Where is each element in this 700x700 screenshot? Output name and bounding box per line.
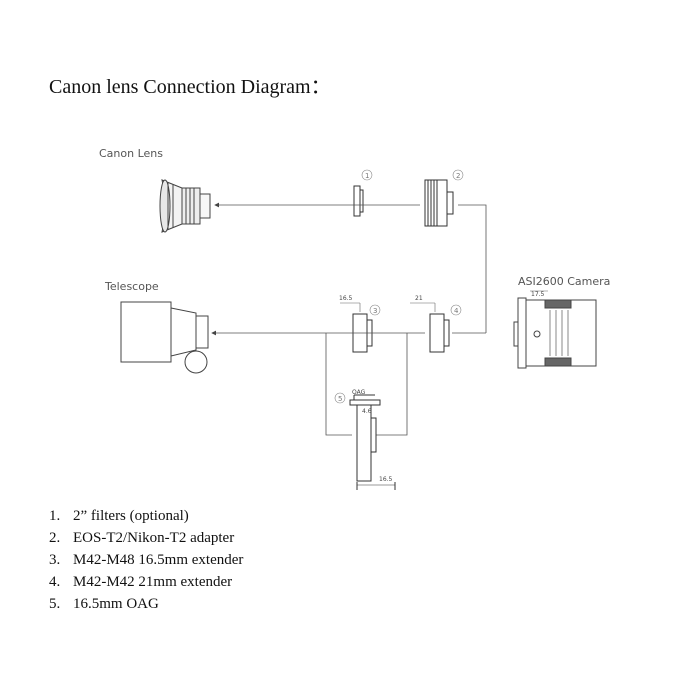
canon-lens-label: Canon Lens (99, 147, 163, 160)
eos-t2-adapter-part (424, 179, 454, 227)
camera-label: ASI2600 Camera (518, 275, 610, 288)
canon-lens-illustration (159, 179, 211, 233)
marker-4: 4 (450, 304, 462, 316)
asi2600-camera-illustration (513, 297, 597, 369)
legend-item: 1.2” filters (optional) (49, 508, 189, 524)
telescope-illustration (120, 301, 209, 374)
m42-m42-extender-part (429, 313, 450, 353)
svg-text:1: 1 (365, 172, 369, 180)
dim-camera-back: 17.5 (531, 291, 545, 298)
dim-oag-bottom: 16.5 (379, 476, 393, 483)
dim-ext4: 21 (415, 295, 423, 302)
oag-part (349, 394, 396, 490)
filter-part (353, 185, 364, 217)
dimension-marks (340, 290, 548, 312)
marker-5: 5 (334, 392, 346, 404)
telescope-label: Telescope (104, 280, 159, 293)
dim-oag-top: OAG (352, 389, 366, 396)
svg-text:3: 3 (373, 307, 377, 315)
marker-3: 3 (369, 304, 381, 316)
parts-legend: 1.2” filters (optional) 2.EOS-T2/Nikon-T… (49, 505, 243, 615)
legend-item: 2.EOS-T2/Nikon-T2 adapter (49, 530, 235, 546)
marker-2: 2 (452, 169, 464, 181)
page-title: Canon lens Connection Diagram： (49, 76, 331, 98)
dim-ext3: 16.5 (339, 295, 353, 302)
svg-text:2: 2 (456, 172, 460, 180)
marker-1: 1 (361, 169, 373, 181)
svg-text:5: 5 (338, 395, 342, 403)
legend-item: 5.16.5mm OAG (49, 596, 159, 612)
legend-item: 3.M42-M48 16.5mm extender (49, 552, 244, 568)
dim-oag-small: 4.6 (362, 408, 372, 415)
svg-text:4: 4 (454, 307, 459, 315)
legend-item: 4.M42-M42 21mm extender (49, 574, 233, 590)
